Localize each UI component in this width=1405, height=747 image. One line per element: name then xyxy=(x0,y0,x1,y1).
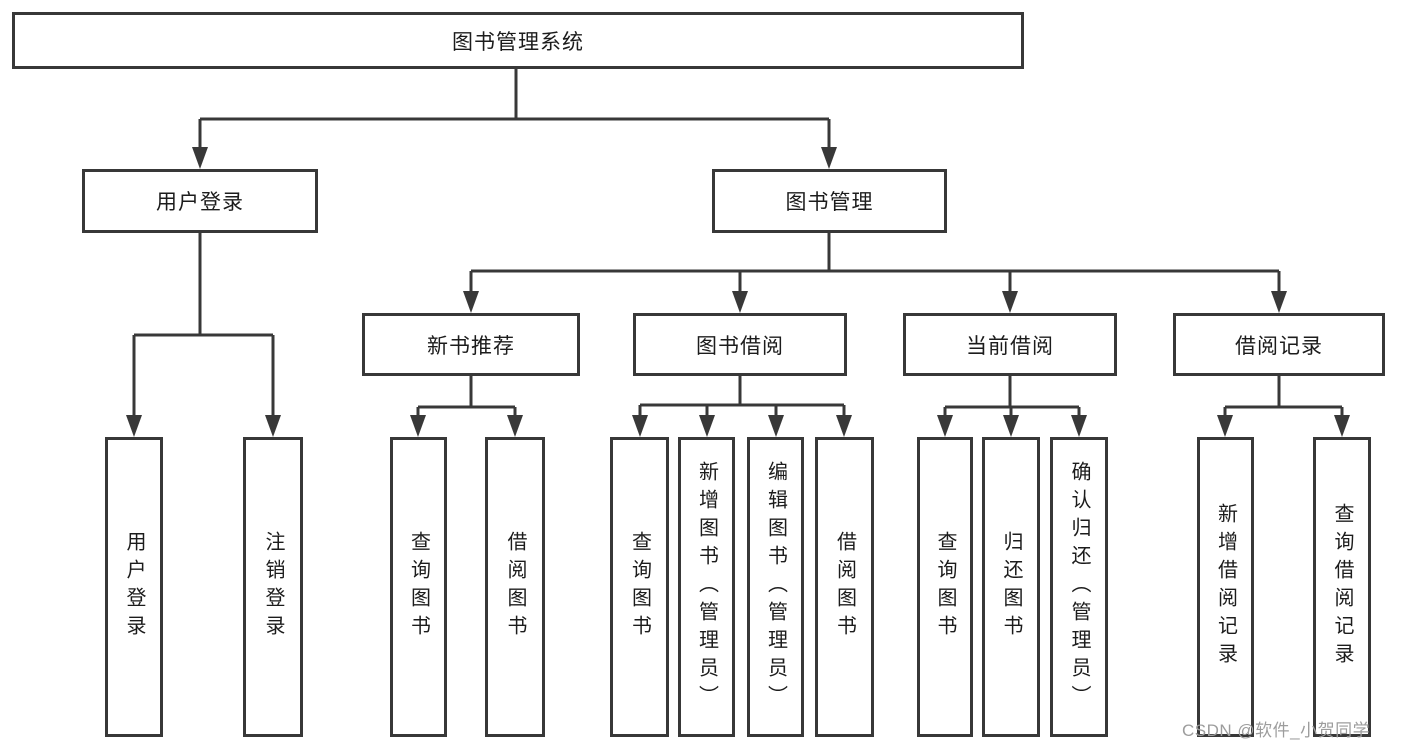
node-search-books-current: 查询图书 xyxy=(917,437,973,737)
node-label: 查询图书 xyxy=(407,531,430,643)
node-label: 编辑图书（管理员） xyxy=(764,461,787,713)
node-label: 图书管理系统 xyxy=(452,30,584,54)
node-logout: 注销登录 xyxy=(243,437,303,737)
node-return-books: 归还图书 xyxy=(982,437,1040,737)
watermark-text: CSDN @软件_小贺同学 xyxy=(1182,721,1371,740)
node-label: 新增图书（管理员） xyxy=(695,461,718,713)
node-borrow-books-borrowing: 借阅图书 xyxy=(815,437,874,737)
node-label: 借阅图书 xyxy=(833,531,856,643)
node-label: 新增借阅记录 xyxy=(1214,503,1237,671)
node-search-borrow-record: 查询借阅记录 xyxy=(1313,437,1371,737)
node-library-management-system: 图书管理系统 xyxy=(12,12,1024,69)
node-label: 借阅图书 xyxy=(504,531,526,643)
node-confirm-return-admin: 确认归还（管理员） xyxy=(1050,437,1108,737)
node-label: 用户登录 xyxy=(123,531,145,643)
node-book-borrowing: 图书借阅 xyxy=(633,313,847,376)
node-new-book-recommendation: 新书推荐 xyxy=(362,313,580,376)
node-label: 查询图书 xyxy=(934,531,956,643)
node-add-books-admin: 新增图书（管理员） xyxy=(678,437,735,737)
node-label: 当前借阅 xyxy=(966,334,1054,358)
node-label: 查询图书 xyxy=(628,531,651,643)
node-label: 新书推荐 xyxy=(427,334,515,358)
node-label: 查询借阅记录 xyxy=(1331,503,1353,671)
node-add-borrow-record: 新增借阅记录 xyxy=(1197,437,1254,737)
node-label: 图书管理 xyxy=(785,191,874,214)
node-book-management: 图书管理 xyxy=(712,169,947,233)
node-borrowing-records: 借阅记录 xyxy=(1173,313,1385,376)
node-label: 确认归还（管理员） xyxy=(1068,461,1090,713)
node-label: 借阅记录 xyxy=(1235,334,1323,358)
node-user-login: 用户登录 xyxy=(82,169,318,233)
node-label: 归还图书 xyxy=(1000,531,1022,643)
node-current-borrowing: 当前借阅 xyxy=(903,313,1117,376)
node-borrow-books-recommend: 借阅图书 xyxy=(485,437,545,737)
node-edit-books-admin: 编辑图书（管理员） xyxy=(747,437,804,737)
node-label: 图书借阅 xyxy=(696,334,784,358)
node-search-books-recommend: 查询图书 xyxy=(390,437,447,737)
node-user-login-leaf: 用户登录 xyxy=(105,437,163,737)
node-label: 用户登录 xyxy=(156,191,244,214)
node-search-books-borrowing: 查询图书 xyxy=(610,437,669,737)
node-label: 注销登录 xyxy=(262,531,284,643)
